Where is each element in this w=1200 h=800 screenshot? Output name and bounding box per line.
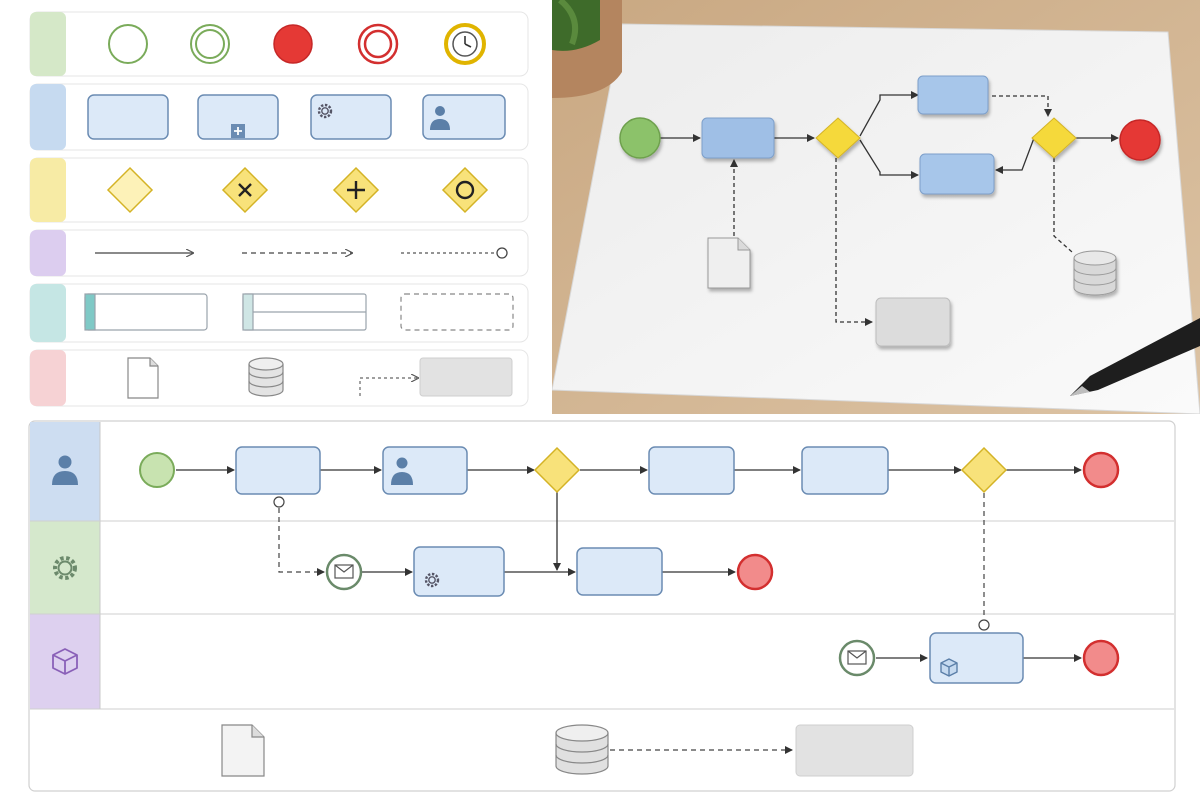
flows-swatch	[30, 230, 66, 276]
photo-flows	[660, 91, 1119, 326]
task-lower	[919, 153, 995, 195]
database-icon	[1073, 250, 1117, 296]
exclusive-gateway	[221, 166, 269, 214]
events-swatch	[30, 12, 66, 76]
task	[235, 446, 321, 495]
bpmn-legend	[29, 11, 529, 407]
lane-header-gear	[30, 521, 100, 614]
gear-icon	[317, 103, 333, 119]
gateway	[960, 446, 1008, 494]
message-event	[838, 639, 876, 677]
legend-row-flows	[29, 229, 529, 277]
pool-diagram	[28, 420, 1176, 792]
pool-frame	[28, 420, 1176, 792]
envelope-icon	[847, 650, 867, 665]
person-icon	[52, 455, 78, 485]
database-icon	[555, 724, 609, 775]
gateway	[106, 166, 154, 214]
annotation-box	[795, 724, 914, 777]
start-event	[619, 117, 661, 159]
end-event	[736, 553, 774, 591]
task	[648, 446, 735, 495]
document-icon	[707, 237, 751, 289]
box-icon	[52, 648, 78, 675]
message-event	[325, 553, 363, 591]
task	[87, 94, 169, 140]
gear-icon	[424, 572, 440, 588]
gear-icon	[53, 556, 77, 580]
intermediate-event	[190, 24, 230, 64]
desk-photo	[552, 0, 1200, 414]
artifacts-swatch	[30, 350, 66, 406]
inclusive-gateway	[441, 166, 489, 214]
task	[701, 117, 775, 159]
person-icon	[430, 106, 450, 130]
annotation-box	[875, 297, 951, 347]
gateway	[533, 446, 581, 494]
legend-row-gateways	[29, 157, 529, 223]
start-event	[108, 24, 148, 64]
service-task	[310, 94, 392, 140]
start-event	[139, 452, 175, 488]
paper-sheet	[552, 23, 1200, 414]
association	[401, 247, 508, 259]
legend-row-activities	[29, 83, 529, 151]
photo-shapes	[619, 75, 1161, 347]
parallel-gateway	[332, 166, 380, 214]
legend-row-events	[29, 11, 529, 77]
task-with-box	[929, 632, 1024, 684]
gateways-swatch	[30, 158, 66, 222]
gateway-split	[815, 117, 861, 159]
subprocess	[197, 94, 279, 140]
data-object-icon	[127, 357, 159, 399]
service-task	[413, 546, 505, 597]
gateway-join	[1031, 117, 1077, 159]
box-icon	[940, 658, 958, 677]
task	[801, 446, 889, 495]
end-event	[273, 24, 313, 64]
task-upper	[917, 75, 989, 115]
legend-row-artifacts	[29, 349, 529, 407]
pool-message-flows	[278, 493, 985, 754]
end-event-ring	[357, 23, 399, 65]
pool	[84, 293, 208, 331]
end-event	[1119, 119, 1161, 161]
user-task	[422, 94, 506, 140]
lane	[242, 293, 367, 331]
person-icon	[391, 457, 413, 485]
pen-icon	[1070, 318, 1200, 396]
user-task	[382, 446, 468, 495]
data-store-icon	[248, 357, 284, 397]
plant-pot-icon	[552, 0, 622, 98]
end-event	[1082, 451, 1120, 489]
swimlanes-swatch	[30, 284, 66, 342]
pool-sequence-flows	[176, 466, 1082, 662]
document-icon	[221, 724, 265, 777]
association-to-annotation	[359, 357, 513, 397]
end-event	[1082, 639, 1120, 677]
task	[576, 547, 663, 596]
timer-event	[444, 23, 486, 65]
envelope-icon	[334, 564, 354, 579]
activities-swatch	[30, 84, 66, 150]
legend-row-swimlanes	[29, 283, 529, 343]
